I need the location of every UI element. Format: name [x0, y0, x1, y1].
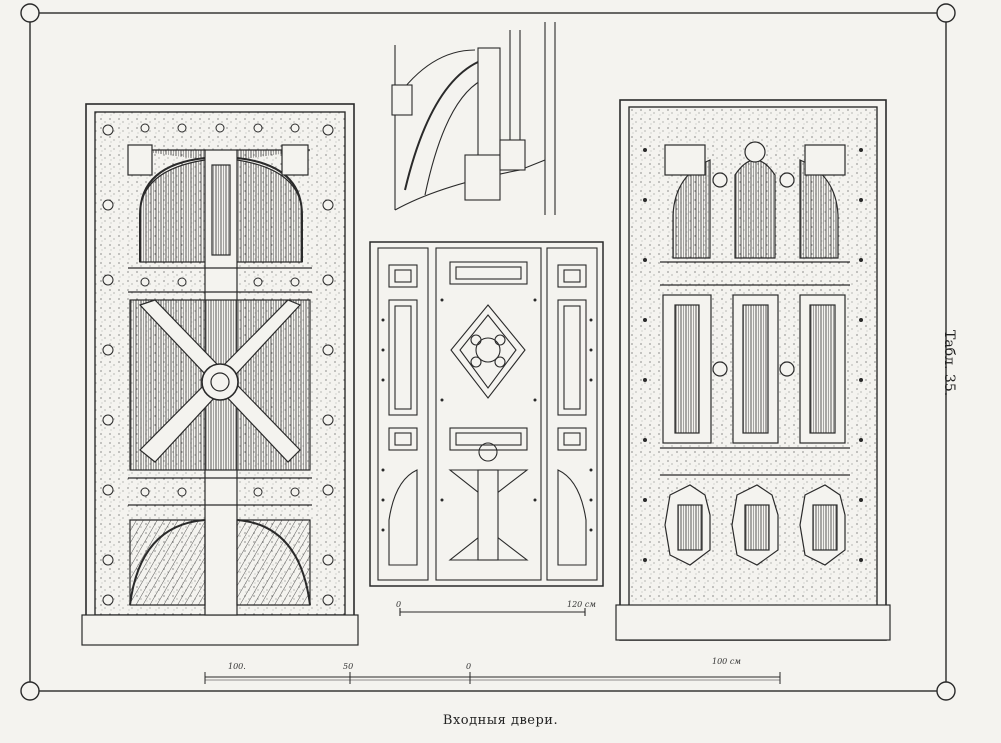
center-scale-start: 0 [396, 600, 402, 609]
bottom-scale-zero: 0 [466, 662, 472, 671]
bottom-scale-mid: 50 [343, 662, 354, 671]
bottom-scale [204, 672, 781, 684]
plate-number: Табл. 35. [941, 330, 957, 397]
plate-frame [20, 3, 956, 701]
right-door [615, 99, 891, 641]
detail-sketch [391, 22, 556, 215]
center-door [369, 241, 604, 616]
center-scale-end: 120 см [567, 600, 596, 609]
bottom-scale-end: 100 см [712, 657, 741, 666]
bottom-scale-start: 100. [228, 662, 246, 671]
plate-caption: Входныя двери. [442, 713, 559, 728]
left-door [81, 103, 359, 646]
